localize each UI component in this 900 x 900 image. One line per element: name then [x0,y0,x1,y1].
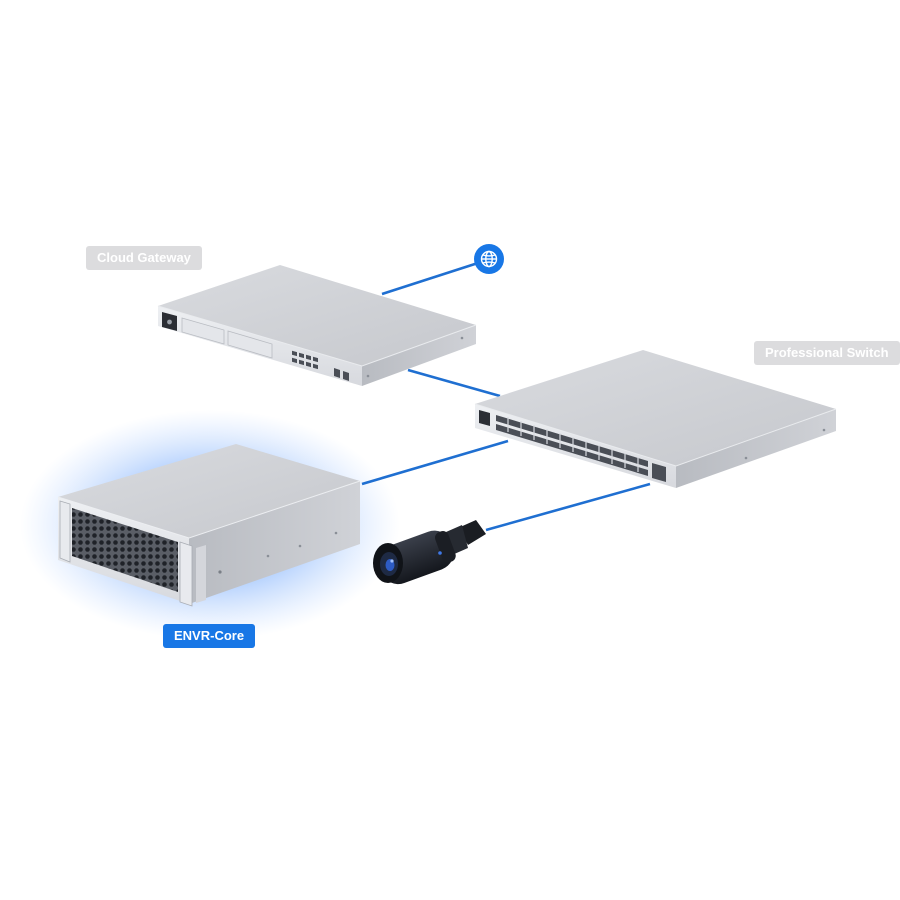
link-gateway-internet [381,261,479,296]
camera-device[interactable] [373,520,486,589]
professional-switch-device[interactable] [474,350,837,488]
network-links [361,261,651,532]
globe-icon[interactable] [474,244,504,274]
link-camera-switch [485,482,651,532]
cloud-gateway-label: Cloud Gateway [86,246,202,270]
link-envr-switch [361,439,509,486]
envr-core-device[interactable] [57,444,361,607]
cloud-gateway-device[interactable] [157,265,477,386]
envr-core-label: ENVR-Core [163,624,256,648]
link-gateway-switch [407,368,501,398]
professional-switch-label: Professional Switch [754,341,900,365]
